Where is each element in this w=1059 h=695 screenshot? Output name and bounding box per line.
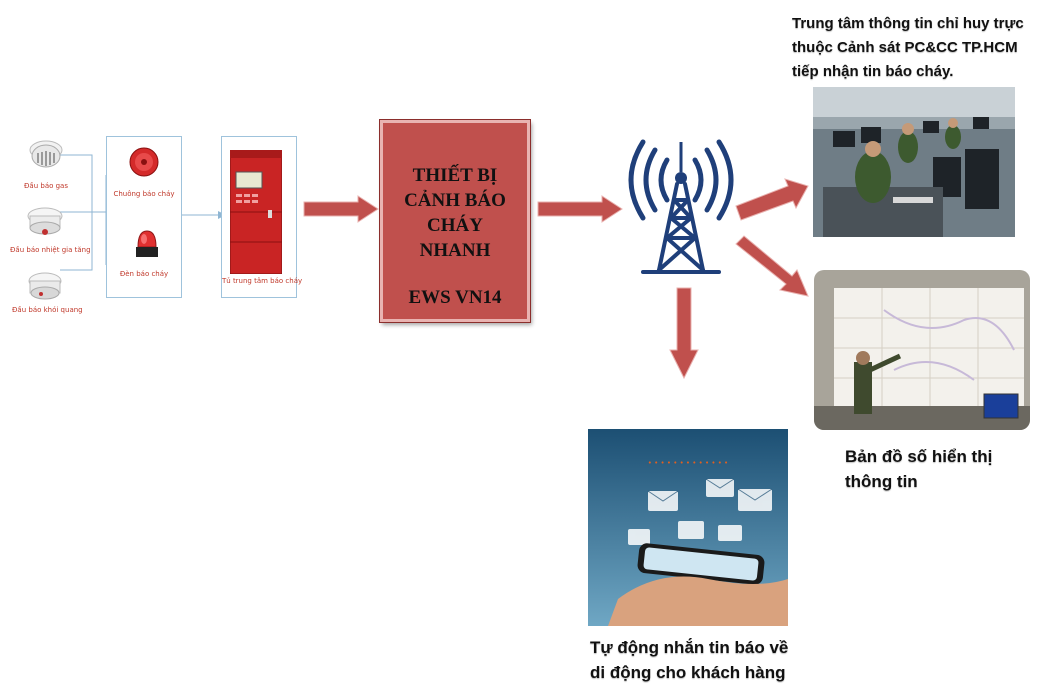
sms-caption-line2: di động cho khách hàng — [590, 663, 786, 682]
smoke-detector-label: Đầu báo khói quang — [12, 306, 83, 314]
heat-detector-image — [25, 204, 65, 240]
ews-model: EWS VN14 — [408, 287, 502, 308]
arrow-tower-to-map — [735, 235, 809, 297]
fire-bell-label: Chuông báo cháy — [113, 190, 175, 198]
arrow-tower-to-command-center — [735, 178, 809, 221]
digital-map-caption-line1: Bản đồ số hiển thị — [845, 447, 993, 466]
digital-map-caption: Bản đồ số hiển thị thông tin — [845, 444, 1045, 494]
sms-caption-line1: Tự động nhắn tin báo về — [590, 638, 789, 657]
fire-control-panel-label: Tủ trung tâm báo cháy — [222, 277, 303, 285]
ews-title-line4: NHANH — [419, 240, 491, 261]
ews-title-line2: CẢNH BÁO — [404, 190, 506, 211]
gas-detector-image — [28, 136, 64, 176]
heat-detector-label: Đầu báo nhiệt gia tăng — [10, 246, 91, 254]
svg-text:• • • • • • • • • • • • •: • • • • • • • • • • • • • — [648, 459, 728, 467]
fire-light-label: Đèn báo cháy — [119, 270, 169, 278]
sms-caption: Tự động nhắn tin báo về di động cho khác… — [590, 635, 850, 685]
command-center-caption-line3: tiếp nhận tin báo cháy. — [792, 63, 954, 80]
arrow-panel-to-ews — [303, 195, 379, 223]
smoke-detector-image — [26, 269, 64, 305]
command-center-caption-line1: Trung tâm thông tin chỉ huy trực — [792, 15, 1024, 32]
command-center-caption: Trung tâm thông tin chỉ huy trực thuộc C… — [792, 12, 1052, 84]
gas-detector-label: Đầu báo gas — [24, 182, 68, 190]
fire-bell-image — [128, 146, 160, 180]
arrow-ews-to-tower — [537, 195, 623, 223]
fire-light-image — [134, 227, 160, 261]
digital-map-caption-line2: thông tin — [845, 472, 918, 491]
ews-title-line1: THIẾT BỊ — [412, 165, 498, 186]
ews-device-box: THIẾT BỊ CẢNH BÁO CHÁY NHANH EWS VN14 — [380, 120, 530, 322]
fire-control-cabinet-image — [230, 150, 282, 274]
command-center-photo — [813, 87, 1015, 237]
command-center-caption-line2: thuộc Cảnh sát PC&CC TP.HCM — [792, 39, 1018, 56]
digital-map-photo — [814, 270, 1030, 430]
sms-phone-image: • • • • • • • • • • • • • — [588, 429, 788, 626]
ews-title-line3: CHÁY — [427, 215, 483, 236]
radio-tower-icon — [625, 138, 737, 278]
arrow-tower-to-sms — [669, 287, 699, 380]
